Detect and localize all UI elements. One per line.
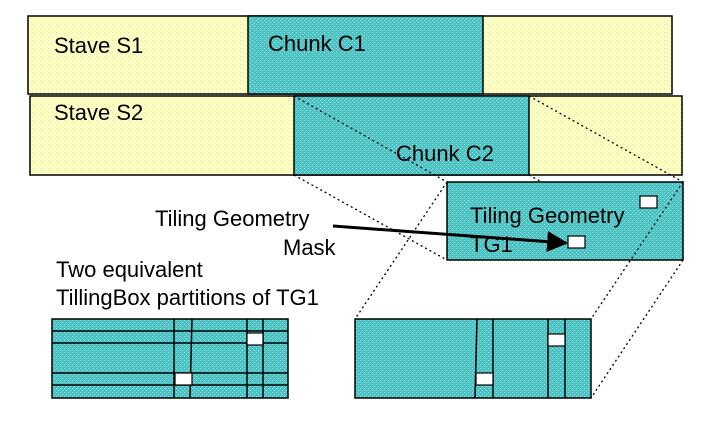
tiling-geometry-mask-label-line2: Mask [283, 235, 337, 260]
partition-right-mask-top [547, 333, 566, 347]
projection-line-bottom-left [293, 174, 448, 261]
mask-cell-bottom [567, 235, 586, 249]
partitions-caption-line2: TillingBox partitions of TG1 [56, 285, 319, 310]
projection-line-top-left [293, 95, 448, 183]
stave-s2: Stave S2 Chunk C2 [29, 95, 683, 176]
chunk-c2 [293, 95, 530, 176]
tiling-geometry-tg1: Tiling Geometry TG1 [446, 181, 684, 261]
chunk-c1-label: Chunk C1 [268, 31, 366, 56]
chunk-c1 [247, 15, 484, 95]
tiling-geometry-mask-label-line1: Tiling Geometry [155, 206, 309, 231]
partition-left-mask-bottom [174, 372, 193, 386]
partition-right [354, 318, 592, 399]
chunk-c2-label: Chunk C2 [396, 141, 494, 166]
partitions-caption-line1: Two equivalent [56, 257, 203, 282]
partition-right-box [354, 318, 592, 399]
stave-s2-label: Stave S2 [54, 100, 143, 125]
mask-cell-top [639, 195, 658, 209]
stave-s1: Stave S1 Chunk C1 [27, 15, 673, 95]
partition-left [51, 318, 289, 399]
stave-s1-label: Stave S1 [54, 33, 143, 58]
partition-right-vline-1 [474, 318, 478, 399]
partition-right-mask-bottom [475, 372, 494, 386]
projection-line-top-right [528, 95, 684, 183]
tiling-geometry-label-line1: Tiling Geometry [470, 203, 624, 228]
projection-line-tg1-left [354, 181, 448, 320]
partition-left-mask-top [246, 332, 264, 346]
projection-line-tg1-bottom [590, 259, 684, 399]
mask-arrow [332, 224, 569, 253]
